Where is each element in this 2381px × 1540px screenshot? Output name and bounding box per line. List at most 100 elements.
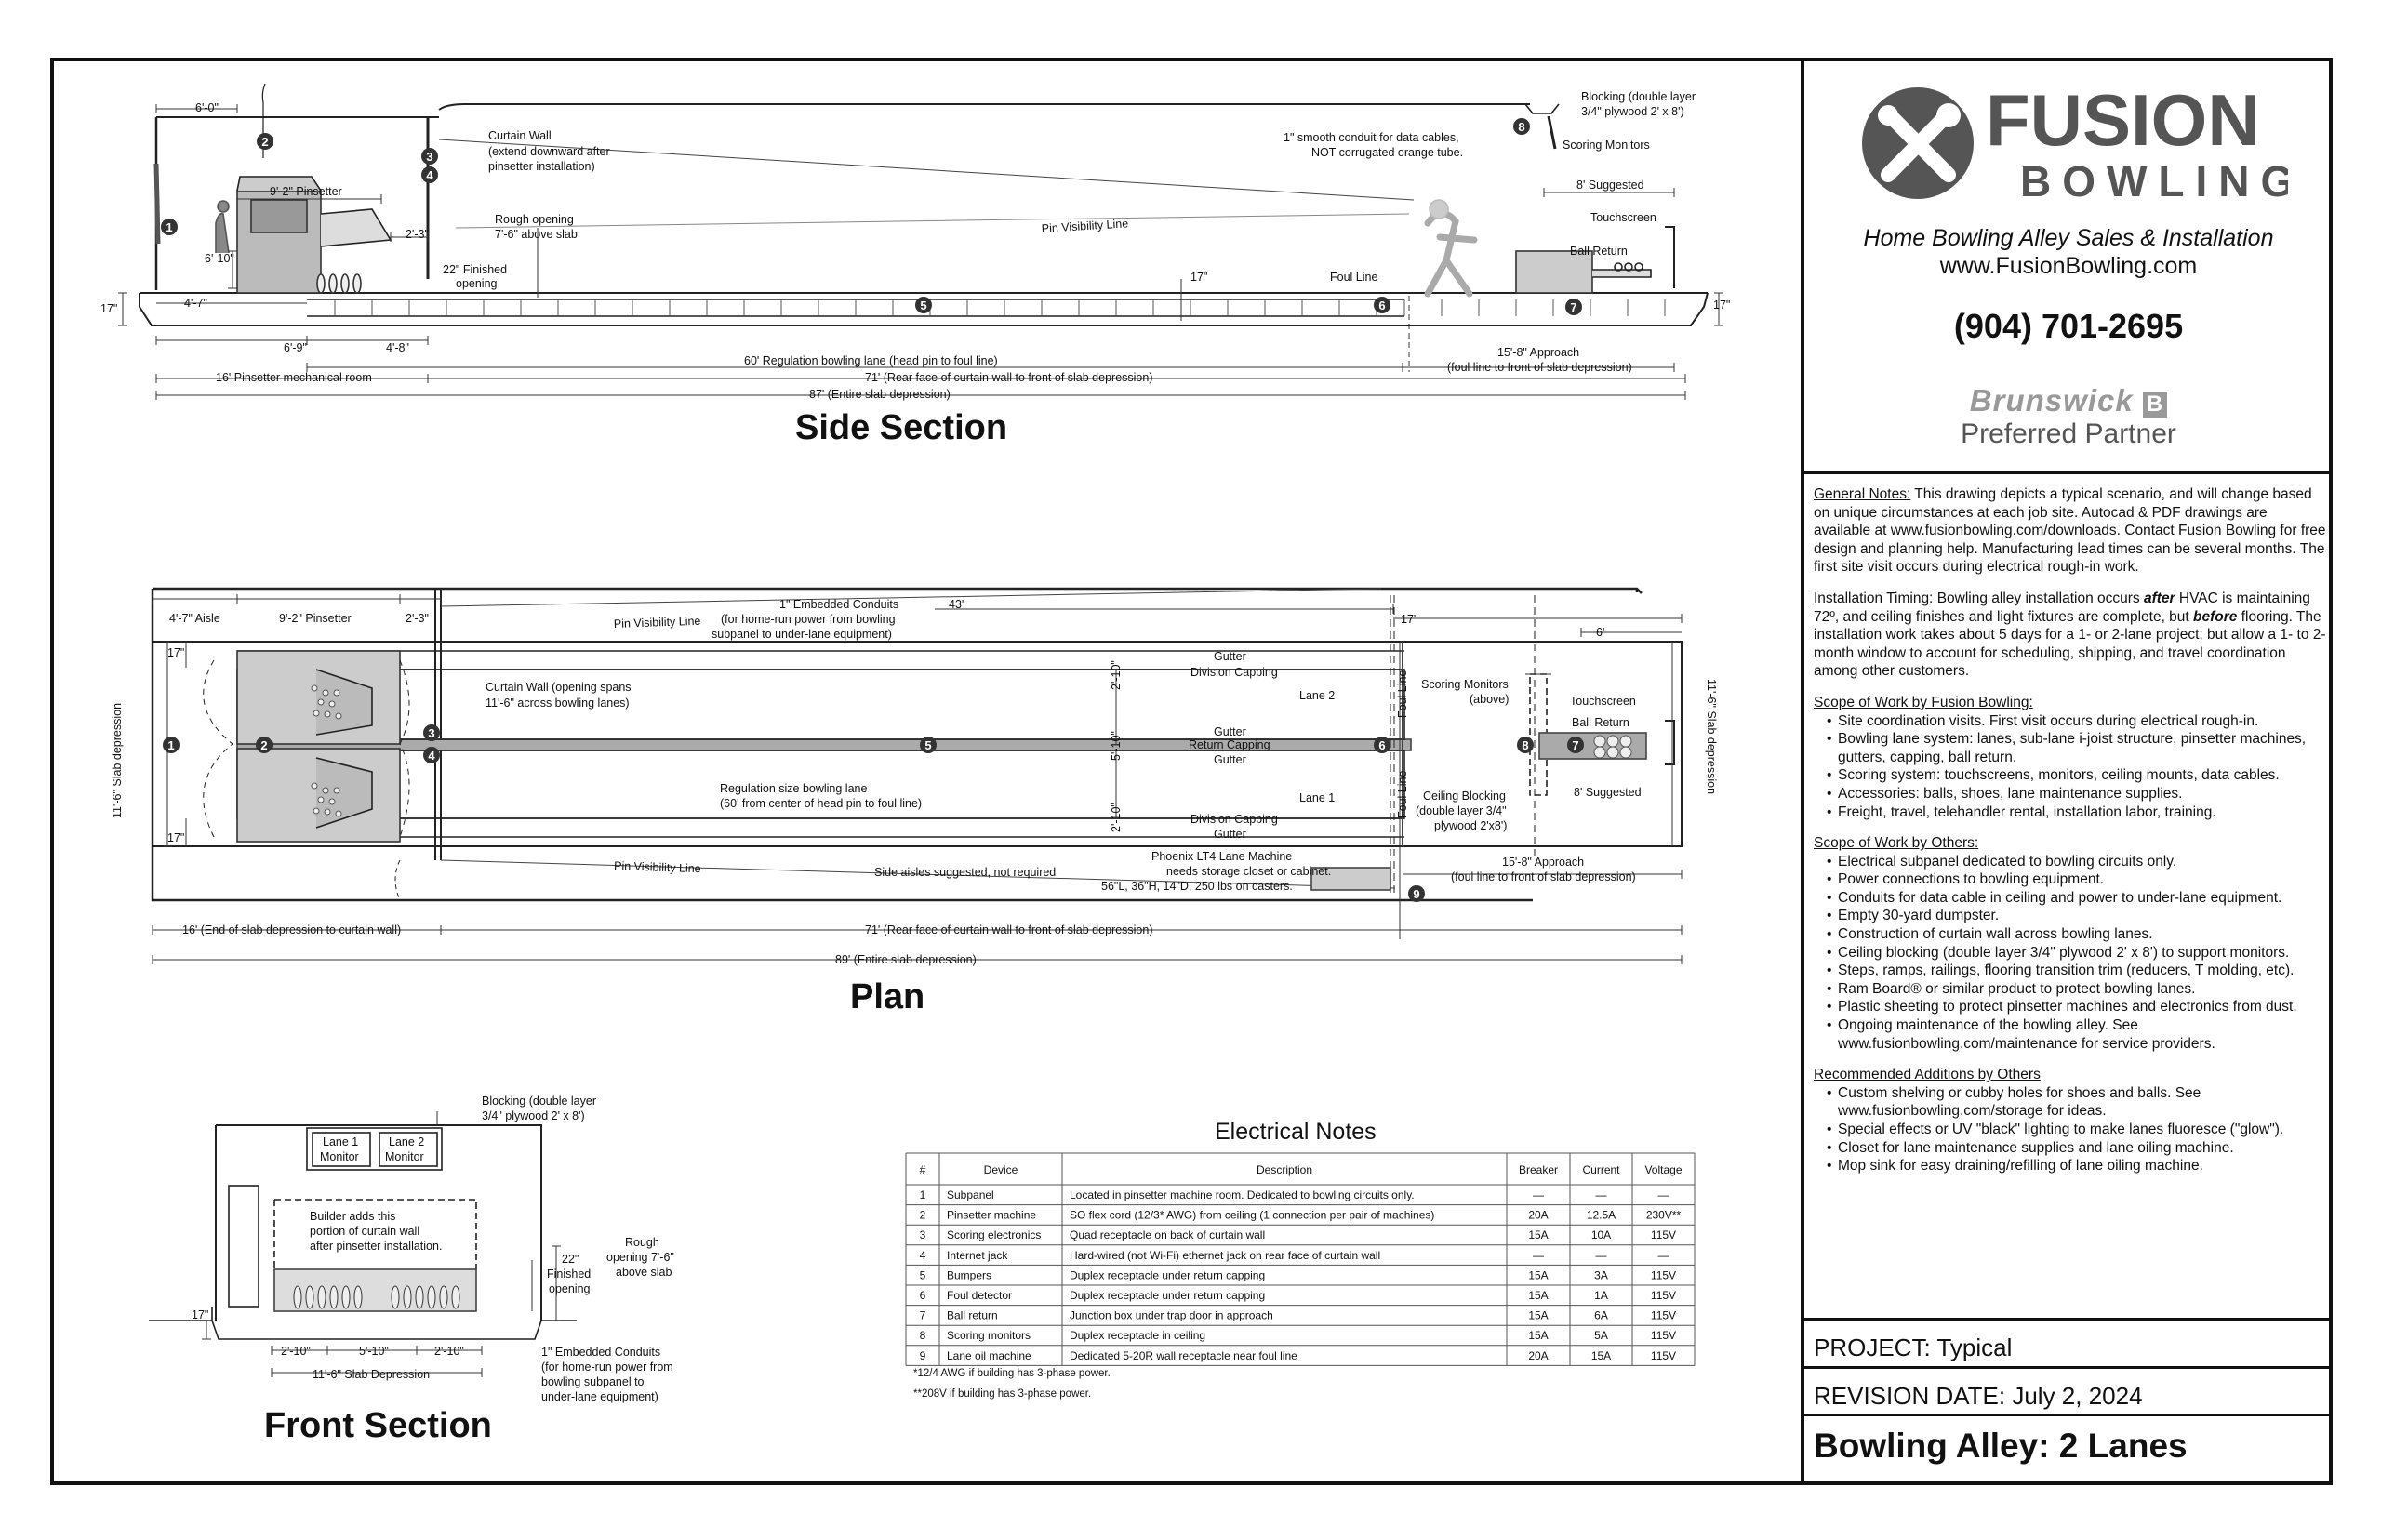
table-cell: 8 — [920, 1329, 926, 1342]
callout-label: under-lane equipment) — [541, 1390, 658, 1403]
svg-text:5: 5 — [920, 299, 926, 312]
svg-text:8: 8 — [1522, 738, 1528, 752]
front-section-title: Front Section — [264, 1406, 492, 1445]
list-item: Ongoing maintenance of the bowling alley… — [1814, 1016, 2327, 1053]
dim-label: 5'-10" — [359, 1345, 389, 1358]
table-cell: Duplex receptacle under return capping — [1070, 1289, 1265, 1302]
divider — [1804, 471, 2333, 474]
table-cell: 9 — [920, 1349, 926, 1362]
callout-label: needs storage closet or cabinet. — [1166, 865, 1331, 878]
table-cell: 115V — [1651, 1329, 1676, 1342]
marker-5: 5 — [915, 297, 932, 313]
dim-label: 89' (Entire slab depression) — [835, 953, 977, 966]
side-section-labels: 6'-0" 9'-2" Pinsetter 2'-3" 6'-10" 4'-7"… — [100, 90, 1730, 447]
callout-label: (for home-run power from bowling — [721, 613, 896, 626]
callout-label: 3/4" plywood 2' x 8') — [482, 1109, 585, 1122]
callout-label: NOT corrugated orange tube. — [1311, 146, 1463, 159]
monitor-label: Monitor — [320, 1150, 359, 1163]
brunswick-logo: Brunswick B — [1804, 383, 2333, 418]
table-cell: 5A — [1594, 1329, 1608, 1342]
brunswick-b-icon: B — [2142, 392, 2168, 418]
drawing-sheet-border — [50, 58, 2333, 1485]
electrical-notes-title: Electrical Notes — [1215, 1119, 1377, 1145]
table-cell: Ball return — [947, 1309, 998, 1322]
callout-label: Ceiling Blocking — [1423, 790, 1506, 803]
table-cell: Junction box under trap door in approach — [1070, 1309, 1273, 1322]
timing-text: Bowling alley installation occurs — [1936, 590, 2140, 606]
table-cell: 1 — [920, 1188, 926, 1201]
divider — [1804, 1318, 2333, 1321]
svg-text:5: 5 — [924, 738, 931, 752]
general-notes-heading: General Notes: — [1814, 486, 1911, 502]
dim-label: 9'-2" Pinsetter — [279, 612, 352, 625]
dim-label: 17" — [167, 646, 184, 659]
svg-text:6: 6 — [1378, 299, 1385, 312]
callout-label: (60' from center of head pin to foul lin… — [720, 797, 922, 810]
timing-after: after — [2143, 590, 2175, 606]
callout-label: plywood 2'x8') — [1434, 819, 1507, 832]
marker-7: 7 — [1567, 737, 1584, 753]
electrical-footnote: *12/4 AWG if building has 3-phase power. — [913, 1368, 1111, 1379]
table-cell: SO flex cord (12/3* AWG) from ceiling (1… — [1070, 1209, 1434, 1222]
timing-text: flooring. The installation work takes ab… — [1814, 608, 2326, 680]
table-cell: Located in pinsetter machine room. Dedic… — [1070, 1188, 1415, 1201]
svg-text:1: 1 — [167, 738, 174, 752]
marker-6: 6 — [1374, 297, 1390, 313]
dim-label: 11'-6" Slab Depression — [313, 1368, 430, 1381]
table-header-cell: Current — [1582, 1163, 1620, 1176]
recommended-list: Custom shelving or cubby holes for shoes… — [1814, 1084, 2327, 1175]
table-cell: 15A — [1528, 1228, 1548, 1241]
timing-text: HVAC is maintaining 72º, and ceiling fin… — [1814, 590, 2310, 625]
equipment-markers: 1 2 3 4 5 6 7 8 1 2 3 4 5 6 8 7 9 — [161, 118, 1584, 902]
dim-label: 2'-10" — [1110, 803, 1123, 832]
table-cell: 2 — [920, 1209, 926, 1222]
foul-line-label: Foul Line — [1396, 771, 1409, 818]
callout-label: (double layer 3/4" — [1416, 804, 1507, 817]
table-cell: 15A — [1591, 1349, 1611, 1362]
marker-8: 8 — [1517, 737, 1534, 753]
svg-text:3: 3 — [426, 150, 432, 164]
general-notes: General Notes: This drawing depicts a ty… — [1814, 485, 2327, 1188]
marker-5: 5 — [920, 737, 937, 753]
lane-label: Lane 1 — [1299, 791, 1335, 804]
recommended-heading: Recommended Additions by Others — [1814, 1067, 2041, 1083]
svg-text:7: 7 — [1570, 300, 1576, 314]
callout-label: 22" Finished — [443, 263, 507, 276]
gutter-label: Gutter — [1214, 725, 1246, 738]
brunswick-wordmark: Brunswick — [1969, 383, 2134, 418]
preferred-partner: Preferred Partner — [1961, 418, 2176, 449]
callout-label: Ball Return — [1572, 716, 1629, 729]
company-phone: (904) 701-2695 — [1953, 307, 2184, 345]
table-cell: Lane oil machine — [947, 1349, 1031, 1362]
callout-label: 7'-6" above slab — [495, 228, 578, 241]
table-cell: 15A — [1528, 1268, 1548, 1281]
dim-label: 2'-3" — [406, 612, 429, 625]
dim-label: 17" — [192, 1308, 208, 1321]
table-cell: 12.5A — [1587, 1209, 1616, 1222]
fusion-bowling-logo: FUSION BOWLING — [1862, 79, 2288, 206]
marker-2: 2 — [257, 133, 273, 150]
table-cell: 20A — [1528, 1349, 1548, 1362]
table-cell: Hard-wired (not Wi-Fi) ethernet jack on … — [1070, 1249, 1380, 1262]
table-cell: Pinsetter machine — [947, 1209, 1036, 1222]
table-cell: Dedicated 5-20R wall receptacle near fou… — [1070, 1349, 1297, 1362]
capping-label: Division Capping — [1190, 666, 1278, 679]
table-cell: 3 — [920, 1228, 926, 1241]
dim-label: 8' Suggested — [1576, 179, 1644, 192]
table-cell: Duplex receptacle under return capping — [1070, 1268, 1265, 1281]
pin-visibility-label: Pin Visibility Line — [614, 859, 701, 875]
dim-label: 4'-7" — [184, 297, 207, 310]
table-header-cell: Device — [984, 1163, 1018, 1176]
dim-label: (foul line to front of slab depression) — [1451, 870, 1636, 883]
marker-4: 4 — [423, 747, 440, 763]
callout-label: bowling subpanel to — [541, 1375, 645, 1388]
callout-label: Finished — [547, 1268, 591, 1281]
lane-label: Lane 2 — [389, 1135, 424, 1148]
dim-label: 8' Suggested — [1574, 786, 1642, 799]
dim-label: 4'-8" — [386, 341, 409, 354]
list-item: Freight, travel, telehandler rental, ins… — [1814, 803, 2327, 822]
marker-6: 6 — [1374, 737, 1390, 753]
callout-label: Rough — [625, 1236, 659, 1249]
svg-text:1: 1 — [166, 220, 172, 234]
table-cell: 115V — [1651, 1228, 1676, 1241]
